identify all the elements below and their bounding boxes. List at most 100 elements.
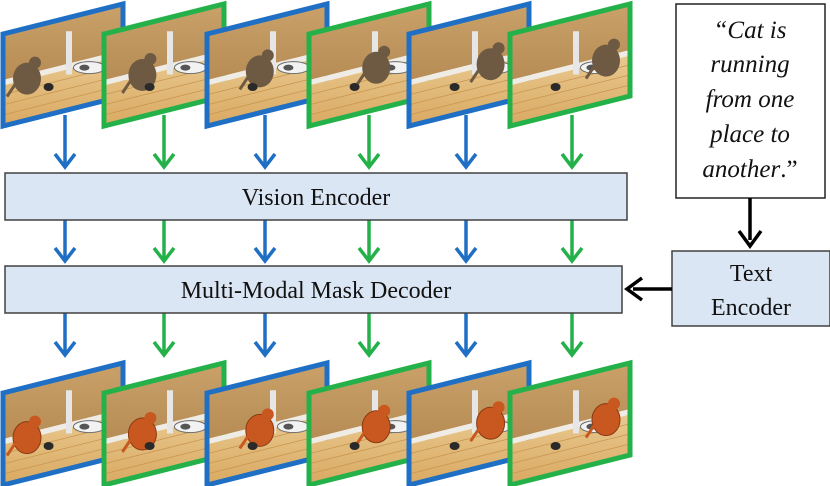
black-cat <box>43 83 54 91</box>
output-mask-frames <box>0 359 633 486</box>
input-frame-4 <box>306 0 432 130</box>
text-query-line-2: running <box>710 51 789 78</box>
cat-tail <box>584 424 596 439</box>
black-cat <box>449 442 460 450</box>
wall <box>409 363 529 439</box>
cat-head <box>261 408 274 421</box>
running-cat <box>5 56 41 98</box>
input-video-frames <box>0 0 633 130</box>
input-frame-6 <box>507 0 633 130</box>
cat-tail <box>469 69 480 84</box>
mask-decoder-block: Multi-Modal Mask Decoder <box>4 265 623 314</box>
text-path-arrows <box>624 198 763 302</box>
cat-body <box>362 51 391 84</box>
output-frame-2 <box>101 359 227 486</box>
floor-plank <box>509 74 631 106</box>
frame-border <box>507 0 633 130</box>
running-cat <box>469 42 505 84</box>
black-cat <box>449 83 460 91</box>
cat-body <box>476 406 506 440</box>
arrow-stage-3-frame-3 <box>253 313 277 358</box>
wall <box>309 4 429 80</box>
arrow-stage-2-frame-2 <box>152 220 176 264</box>
arrow-stage-1-frame-5 <box>454 115 478 170</box>
black-cat <box>247 83 258 91</box>
cat-body <box>591 403 621 437</box>
arrow-stage-3-frame-2 <box>152 313 176 358</box>
text-query-line-4: place to <box>708 121 790 148</box>
cat-tail <box>5 83 17 98</box>
wall <box>104 363 224 439</box>
black-cat <box>550 442 561 450</box>
masked-cat <box>584 397 621 439</box>
cat-tail <box>584 65 596 80</box>
arrow-stage-2-frame-6 <box>560 220 584 264</box>
arrow-stage-3-frame-4 <box>357 313 381 358</box>
cat-head <box>608 397 620 410</box>
cat-body <box>12 421 42 455</box>
cat-head <box>378 45 391 58</box>
cat-head <box>29 56 41 69</box>
cat-tail <box>238 435 250 450</box>
cat-head <box>261 49 274 62</box>
cat-marking <box>79 423 90 430</box>
black-cat <box>144 83 155 91</box>
black-cat <box>43 442 54 450</box>
cat-tail <box>469 428 480 443</box>
text-query-box <box>675 3 826 199</box>
text-encoder-label-line-2: Encoder <box>711 295 791 321</box>
wall <box>409 4 529 80</box>
cat-marking <box>180 423 191 430</box>
floor-plank <box>103 433 225 465</box>
cat-body <box>127 417 157 451</box>
cat-marking <box>79 64 90 71</box>
cat-head <box>492 401 505 414</box>
black-cat <box>349 442 360 450</box>
black-cat <box>550 83 561 91</box>
arrow-stage-3-frame-1 <box>53 313 77 358</box>
arrow-stage-2-frame-5 <box>454 220 478 264</box>
cat-tail <box>121 439 132 453</box>
arrow-stage-2-frame-3 <box>253 220 277 264</box>
cat-marking <box>283 423 294 430</box>
running-cat <box>238 49 274 91</box>
query-to-text-encoder-arrow <box>737 198 763 249</box>
text-encoder-block: Text Encoder <box>671 250 830 327</box>
vision-encoder-box <box>4 172 628 221</box>
arrow-stage-2-frame-1 <box>53 220 77 264</box>
arrow-stage-1-frame-3 <box>253 115 277 170</box>
running-cat <box>354 45 391 87</box>
mask-decoder-box <box>4 265 623 314</box>
input-frame-3 <box>204 0 330 130</box>
cat-head <box>608 38 620 51</box>
cat-body <box>361 410 391 444</box>
cat-body <box>476 48 505 81</box>
text-query-line-3: from one <box>706 86 795 113</box>
frame-arrows <box>53 115 584 358</box>
text-encoder-to-decoder-arrow <box>624 276 672 302</box>
arrow-stage-1-frame-2 <box>152 115 176 170</box>
masked-cat <box>5 415 42 457</box>
cat-marking <box>283 64 294 71</box>
cat-body <box>245 55 274 88</box>
floor-plank <box>509 443 631 475</box>
floor-plank <box>509 433 631 465</box>
arrow-stage-1-frame-4 <box>357 115 381 170</box>
cat-body <box>592 44 620 77</box>
mask-decoder-label: Multi-Modal Mask Decoder <box>181 278 452 304</box>
vision-encoder-label: Vision Encoder <box>242 185 391 211</box>
text-query-line-5-end: .” <box>780 156 797 183</box>
cat-head <box>144 53 157 65</box>
wall <box>510 363 630 439</box>
floor-plank <box>103 84 225 116</box>
masked-cat <box>238 408 275 450</box>
cat-body <box>13 62 41 95</box>
wall <box>104 4 224 80</box>
black-cat <box>144 442 155 450</box>
cat-head <box>144 412 157 424</box>
arrow-stage-1-frame-6 <box>560 115 584 170</box>
text-encoder-box <box>671 250 830 327</box>
floor-plank <box>103 443 225 475</box>
text-query-line-5-italic: another <box>702 156 780 183</box>
